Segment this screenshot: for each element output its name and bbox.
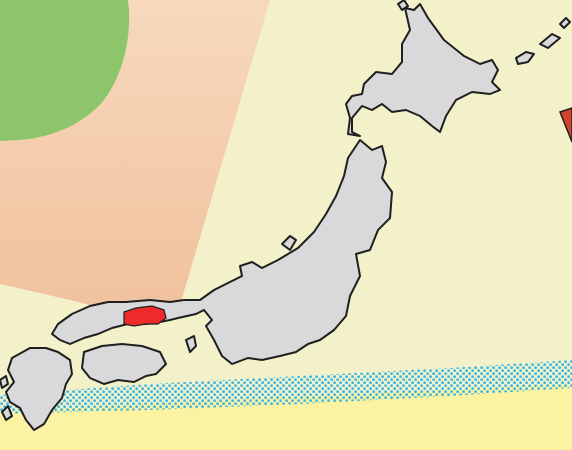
sado-island [281,235,297,251]
hokkaido [345,3,501,137]
rishiri-island [397,0,409,11]
kyushu [5,347,73,431]
corner-marker [559,107,572,143]
ocean-current-dots [0,360,572,414]
continent-landmass [0,0,130,141]
shikoku [81,343,167,385]
kuril-island-2 [539,33,561,49]
kuril-island-3 [559,17,571,29]
goto-island [0,375,9,389]
pacific-band [0,384,572,450]
tottori-prefecture [123,305,167,327]
tsushima-island [1,405,13,421]
kuril-island [515,51,535,65]
awaji-island [185,335,197,353]
